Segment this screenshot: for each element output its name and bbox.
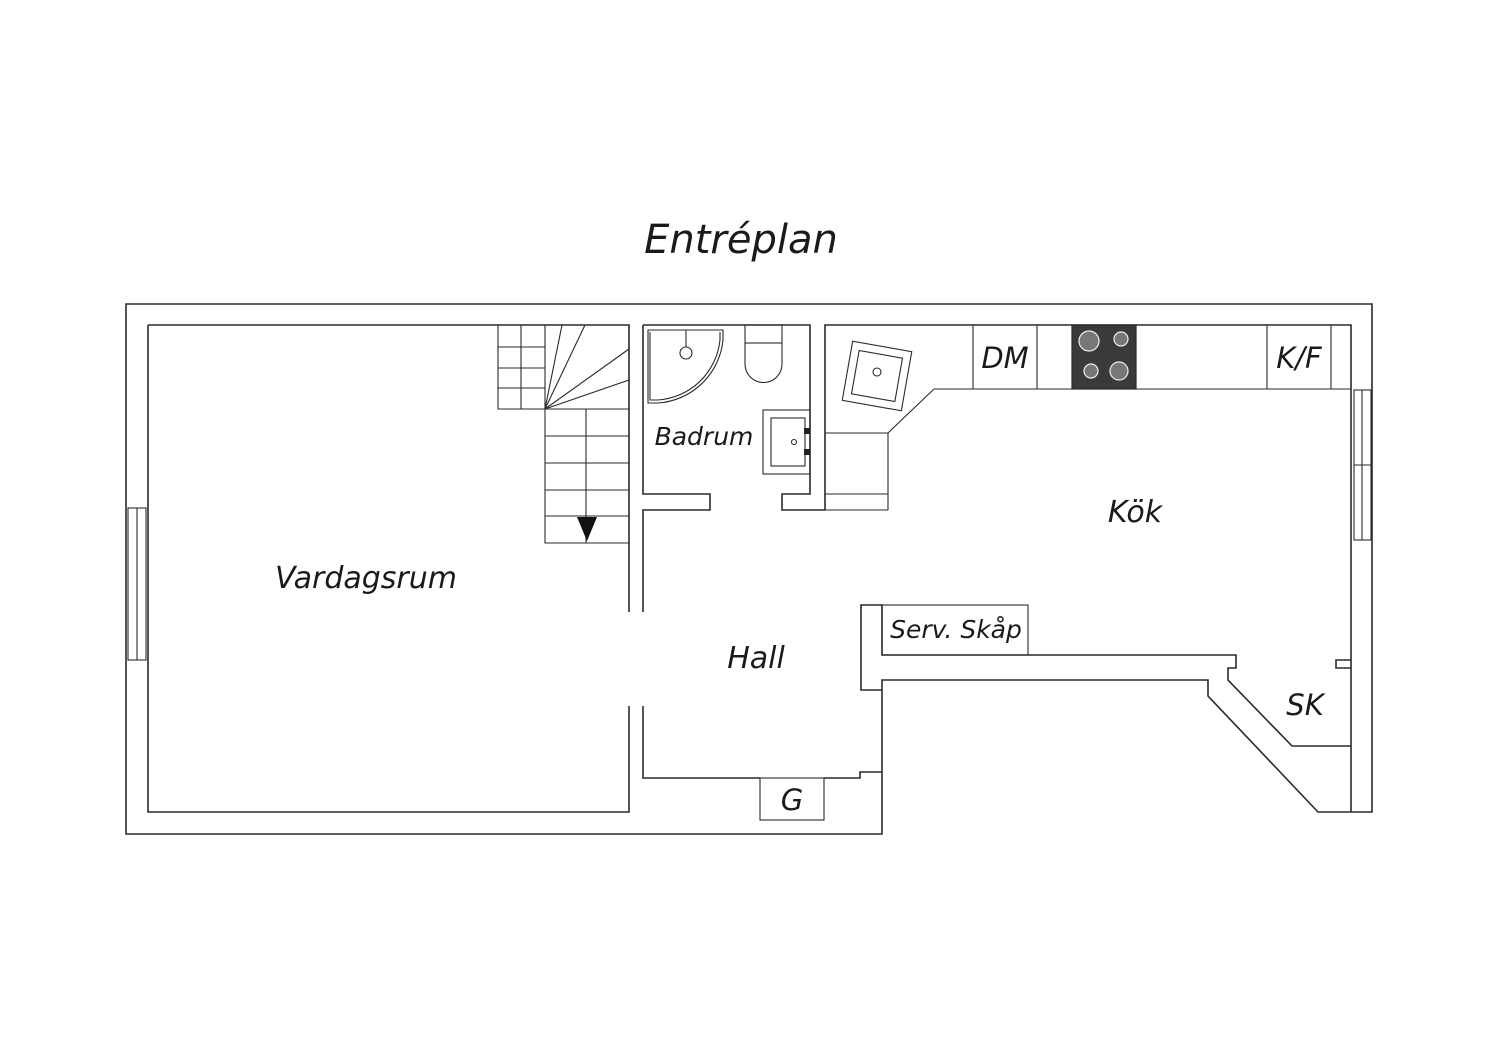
room-label-kok: Kök xyxy=(1108,495,1164,530)
window-left xyxy=(127,507,147,661)
bathroom-sink-icon xyxy=(762,409,811,475)
fixture-label-service-cabinet: Serv. Skåp xyxy=(890,615,1022,644)
room-label-badrum: Badrum xyxy=(655,422,754,451)
toilet-icon xyxy=(744,324,783,383)
kitchen-walls xyxy=(824,324,1352,812)
stove-icon xyxy=(1071,324,1137,390)
plan-title: Entréplan xyxy=(644,217,838,263)
stair-arrow-icon xyxy=(577,517,597,541)
fixture-label-dishwasher: DM xyxy=(981,341,1028,375)
fixture-label-fridge-freezer: K/F xyxy=(1276,341,1323,375)
room-label-vardagsrum: Vardagsrum xyxy=(275,561,457,596)
fixture-label-wardrobe: G xyxy=(781,783,803,817)
hall-walls xyxy=(642,604,1351,821)
fixture-label-closet: SK xyxy=(1286,688,1325,722)
bathroom-walls xyxy=(642,324,825,612)
window-right xyxy=(1353,389,1372,541)
kitchen-sink-icon xyxy=(841,340,913,412)
room-label-hall: Hall xyxy=(727,641,785,676)
staircase xyxy=(497,324,630,544)
shower-icon xyxy=(647,329,724,404)
